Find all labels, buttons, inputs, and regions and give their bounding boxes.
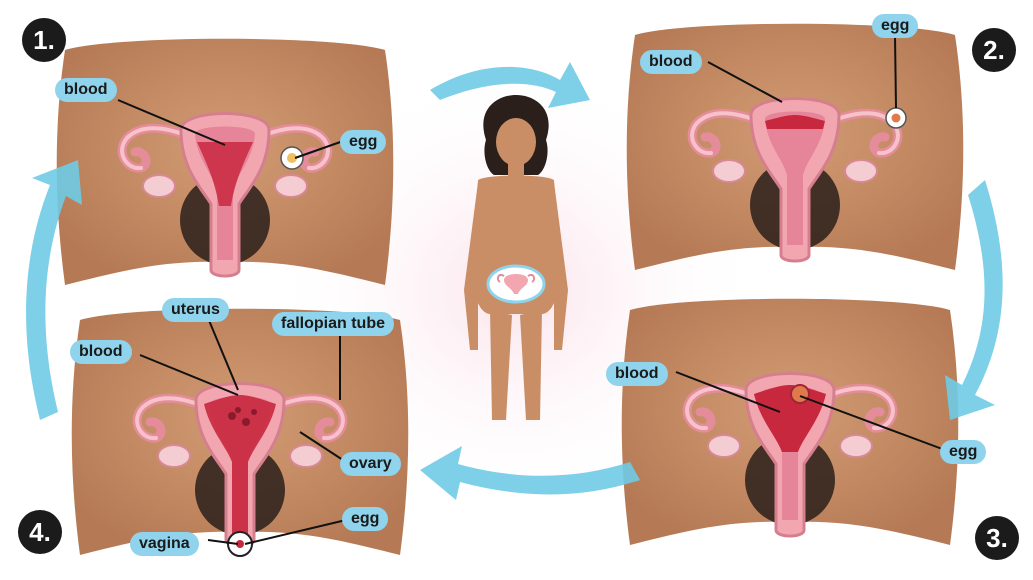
label-ovary: ovary [340, 452, 401, 476]
label-blood-1: blood [55, 78, 117, 102]
step-number-4: 4. [18, 510, 62, 554]
label-blood-4: blood [70, 340, 132, 364]
step-number-3: 3. [975, 516, 1019, 560]
step-number-2: 2. [972, 28, 1016, 72]
label-vagina: vagina [130, 532, 199, 556]
label-uterus: uterus [162, 298, 229, 322]
label-egg-2: egg [872, 14, 918, 38]
label-fallopian-tube: fallopian tube [272, 312, 394, 336]
panel-1 [57, 39, 394, 285]
label-blood-2: blood [640, 50, 702, 74]
label-egg-4: egg [342, 507, 388, 531]
label-egg-1: egg [340, 130, 386, 154]
panel-3 [622, 299, 959, 545]
label-blood-3: blood [606, 362, 668, 386]
step-number-1: 1. [22, 18, 66, 62]
label-egg-3: egg [940, 440, 986, 464]
